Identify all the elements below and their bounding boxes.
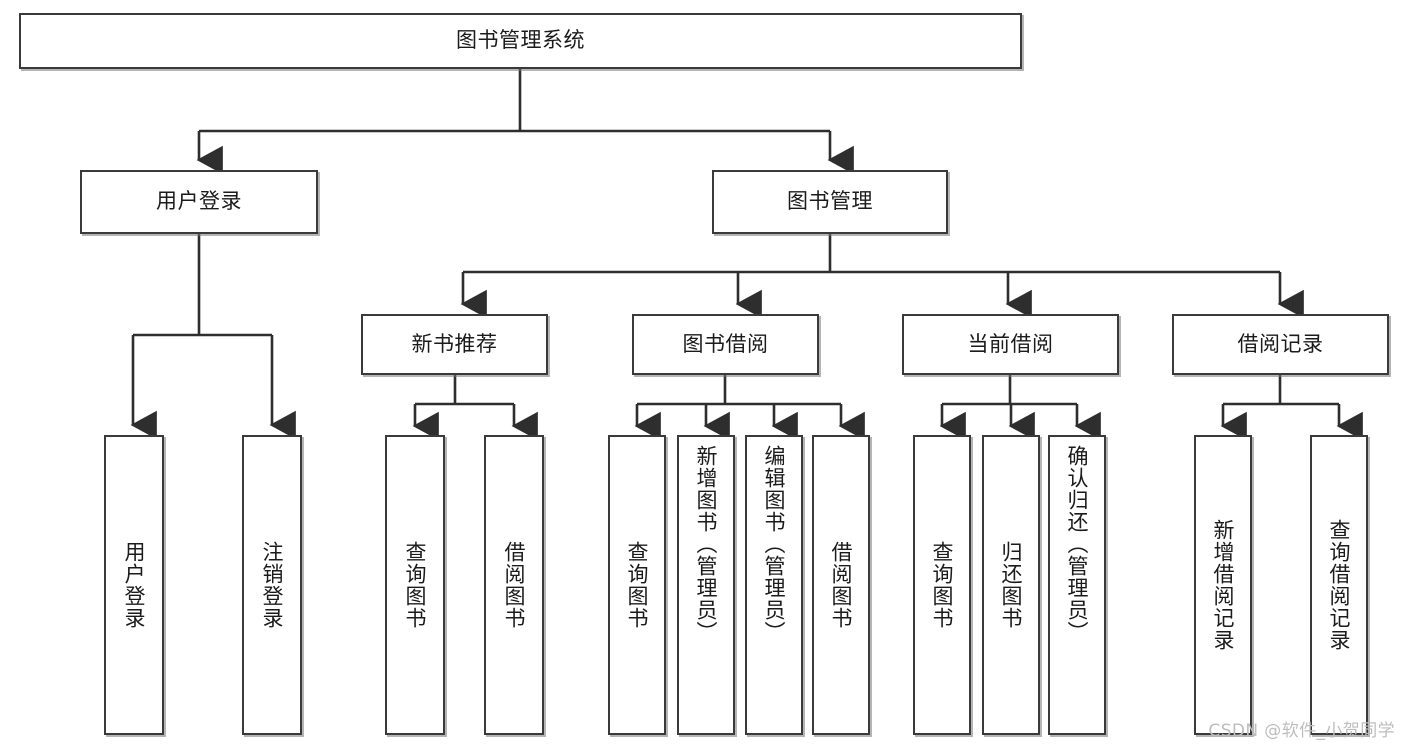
node-leaf-confirm-return-label: 确认归还（管理员） (1065, 445, 1090, 643)
node-leaf-query-record-label: 查询借阅记录 (1327, 519, 1352, 651)
node-leaf-add-record[interactable]: 新增借阅记录 (1194, 435, 1252, 735)
node-leaf-return-book-label: 归还图书 (999, 541, 1024, 629)
node-leaf-edit-book[interactable]: 编辑图书（管理员） (745, 435, 803, 735)
node-leaf-borrow-book-2-label: 借阅图书 (829, 541, 854, 629)
node-leaf-query-book-1-label: 查询图书 (403, 541, 428, 629)
node-book-borrow[interactable]: 图书借阅 (632, 314, 819, 375)
csdn-watermark: CSDN @软件_小贺同学 (1208, 721, 1395, 741)
node-leaf-logout[interactable]: 注销登录 (242, 435, 302, 735)
node-leaf-query-book-1[interactable]: 查询图书 (385, 435, 445, 735)
node-borrow-record-label: 借阅记录 (1237, 331, 1324, 356)
node-leaf-query-record[interactable]: 查询借阅记录 (1310, 435, 1368, 735)
node-borrow-record[interactable]: 借阅记录 (1172, 314, 1389, 375)
node-leaf-logout-label: 注销登录 (260, 541, 285, 629)
node-root-label: 图书管理系统 (456, 28, 585, 53)
node-new-book-rec[interactable]: 新书推荐 (361, 314, 548, 375)
node-leaf-query-book-2-label: 查询图书 (625, 541, 650, 629)
node-leaf-add-record-label: 新增借阅记录 (1211, 519, 1236, 651)
node-leaf-add-book[interactable]: 新增图书（管理员） (677, 435, 735, 735)
node-leaf-edit-book-label: 编辑图书（管理员） (762, 445, 787, 643)
node-current-borrow[interactable]: 当前借阅 (902, 314, 1119, 375)
node-leaf-user-login-label: 用户登录 (122, 541, 147, 629)
node-book-manage-label: 图书管理 (787, 189, 873, 214)
node-leaf-borrow-book-1-label: 借阅图书 (502, 541, 527, 629)
node-new-book-rec-label: 新书推荐 (411, 331, 498, 356)
node-book-borrow-label: 图书借阅 (682, 331, 769, 356)
node-leaf-borrow-book-1[interactable]: 借阅图书 (484, 435, 544, 735)
node-book-manage[interactable]: 图书管理 (712, 170, 948, 234)
node-leaf-confirm-return[interactable]: 确认归还（管理员） (1048, 435, 1106, 735)
node-leaf-query-book-2[interactable]: 查询图书 (608, 435, 666, 735)
node-current-borrow-label: 当前借阅 (967, 331, 1054, 356)
node-leaf-borrow-book-2[interactable]: 借阅图书 (812, 435, 870, 735)
node-leaf-query-book-3-label: 查询图书 (930, 541, 955, 629)
node-leaf-query-book-3[interactable]: 查询图书 (913, 435, 971, 735)
node-user-login-label: 用户登录 (156, 189, 242, 214)
node-leaf-return-book[interactable]: 归还图书 (982, 435, 1040, 735)
node-root[interactable]: 图书管理系统 (19, 13, 1022, 69)
node-leaf-user-login[interactable]: 用户登录 (104, 435, 164, 735)
node-leaf-add-book-label: 新增图书（管理员） (694, 445, 719, 643)
node-user-login[interactable]: 用户登录 (80, 170, 318, 234)
